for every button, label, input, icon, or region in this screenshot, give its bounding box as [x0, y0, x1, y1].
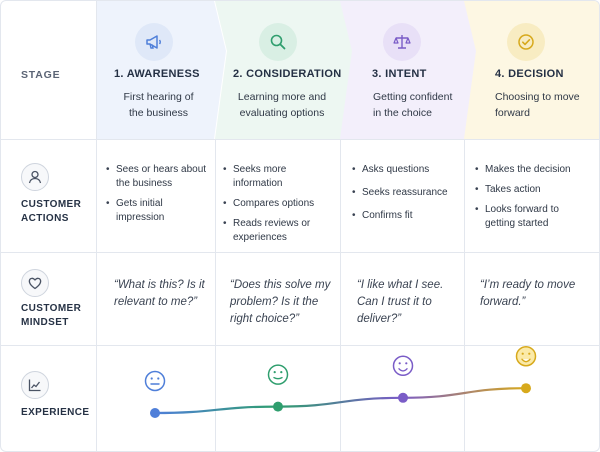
check-circle-icon	[507, 23, 545, 61]
person-icon	[21, 163, 49, 191]
list-item: Compares options	[223, 197, 337, 211]
stage-desc-consideration: Learning more and evaluating options	[237, 91, 327, 119]
heart-icon	[21, 269, 49, 297]
slight-smile-face-icon	[267, 364, 289, 385]
row-divider	[1, 252, 599, 253]
experience-point	[273, 401, 283, 412]
stage-desc-intent: Getting confident in the choice	[373, 91, 453, 119]
megaphone-icon	[135, 23, 173, 61]
column-divider	[340, 139, 341, 451]
stage-title-consideration: 2. CONSIDERATION	[233, 68, 342, 80]
chart-line-icon	[21, 371, 49, 399]
stage-title-intent: 3. INTENT	[372, 68, 427, 80]
magnifier-icon	[259, 23, 297, 61]
column-divider	[96, 1, 97, 451]
actions-list-intent: Asks questions Seeks reassurance Confirm…	[352, 163, 460, 229]
row-label-stage: STAGE	[21, 69, 61, 81]
row-label-experience: EXPERIENCE	[21, 407, 90, 418]
row-divider	[1, 139, 599, 140]
stage-desc-decision: Choosing to move forward	[495, 91, 580, 119]
actions-list-consideration: Seeks more information Compares options …	[223, 163, 337, 251]
list-item: Gets initial impression	[106, 197, 211, 225]
list-item: Takes action	[475, 183, 593, 197]
experience-point	[150, 408, 160, 418]
scales-icon	[383, 23, 421, 61]
smile-face-icon	[392, 355, 414, 377]
list-item: Seeks more information	[223, 163, 337, 191]
stage-desc-awareness: First hearing of the business	[123, 91, 194, 119]
stage-title-awareness: 1. AWARENESS	[114, 68, 200, 80]
experience-point	[521, 383, 531, 394]
stage-title-decision: 4. DECISION	[495, 68, 564, 80]
list-item: Confirms fit	[352, 209, 460, 223]
row-label-actions: CUSTOMER ACTIONS	[21, 199, 82, 224]
actions-list-decision: Makes the decision Takes action Looks fo…	[475, 163, 593, 237]
experience-line	[154, 387, 527, 415]
list-item: Asks questions	[352, 163, 460, 177]
row-divider	[1, 345, 599, 346]
column-divider	[215, 139, 216, 451]
big-smile-face-icon	[515, 345, 537, 367]
neutral-face-icon	[144, 370, 166, 392]
column-divider	[464, 139, 465, 451]
list-item: Makes the decision	[475, 163, 593, 177]
list-item: Seeks reassurance	[352, 186, 460, 200]
row-label-mindset: CUSTOMER MINDSET	[21, 303, 82, 328]
experience-point	[398, 392, 408, 403]
